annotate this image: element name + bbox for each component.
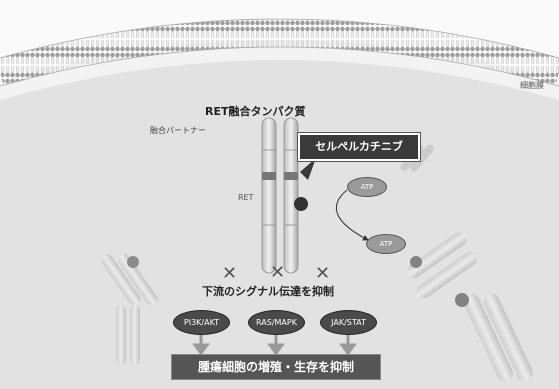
background-receptors xyxy=(101,144,533,382)
drug-label: セルペルカチニブ xyxy=(298,133,420,161)
pathway-jak-stat: JAK/STAT xyxy=(320,310,377,335)
atp-bubble: ATP xyxy=(347,177,387,197)
cell-membrane-label: 細胞膜 xyxy=(520,81,544,90)
block-icon: ✕ xyxy=(315,263,331,284)
fusion-partner-label: 融合パートナー xyxy=(150,126,206,135)
atp-bubble: ATP xyxy=(366,234,406,254)
atp-arrow xyxy=(335,189,369,241)
downstream-arrows xyxy=(192,335,357,356)
signal-inhibition-label: 下流のシグナル伝達を抑制 xyxy=(202,285,334,298)
ret-fusion-protein xyxy=(261,117,299,274)
pathway-ras-mapk: RAS/MAPK xyxy=(248,310,305,335)
block-icon: ✕ xyxy=(222,263,238,284)
fusion-protein-label: RET融合タンパク質 xyxy=(205,105,306,118)
block-icon: ✕ xyxy=(270,262,286,283)
ret-label: RET xyxy=(238,193,254,202)
drug-molecule xyxy=(294,197,308,211)
result-label: 腫瘍細胞の増殖・生存を抑制 xyxy=(172,355,380,379)
pathway-pi3k-akt: PI3K/AKT xyxy=(173,310,230,335)
cell-membrane xyxy=(0,19,559,86)
